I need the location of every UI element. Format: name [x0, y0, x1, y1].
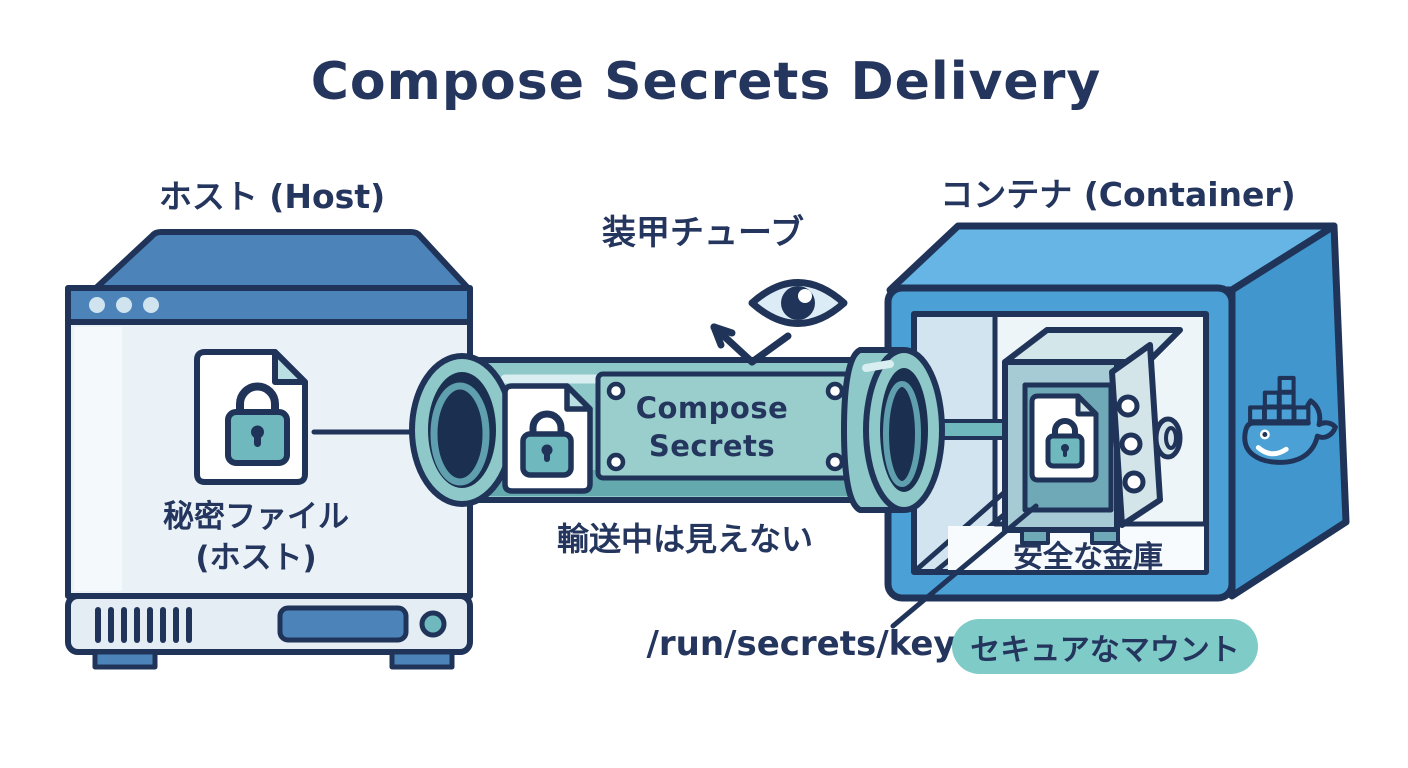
- safe-label: 安全な金庫: [1013, 540, 1163, 575]
- whale-containers: [1248, 375, 1311, 424]
- eye-highlight: [798, 289, 812, 303]
- blocked-view-arrow: [710, 323, 792, 366]
- host-roof: [93, 229, 471, 291]
- secret-file-lock-icon: [194, 349, 308, 485]
- secure-mount-badge-label: セキュアなマウント: [970, 632, 1240, 668]
- file-fold: [1075, 393, 1099, 417]
- secret-file-label-line1: 秘密ファイル: [163, 499, 349, 535]
- keyhole-stem: [1063, 448, 1067, 457]
- vent-slits: [95, 607, 192, 643]
- docker-whale-icon: [1242, 375, 1338, 465]
- lock-shackle: [529, 410, 565, 440]
- host-server: [65, 229, 473, 670]
- plate-rivets: [606, 381, 845, 472]
- keyhole-stem: [544, 450, 550, 462]
- door-dial-inner: [1164, 426, 1178, 450]
- armored-tube: [409, 347, 945, 513]
- container-section-label: コンテナ (Container): [940, 175, 1296, 214]
- door-hinge: [1116, 394, 1140, 418]
- whale-eye-pupil: [1262, 432, 1268, 437]
- safe-file-lock-icon: [1029, 393, 1099, 483]
- host-bezel: [65, 593, 473, 655]
- file-fold: [272, 349, 308, 385]
- window-dot: [143, 297, 159, 313]
- tube-body-text-line2: Secrets: [648, 429, 776, 463]
- window-dot: [116, 297, 132, 313]
- tube-file-lock-icon: [502, 383, 593, 494]
- tube-body-text-line1: Compose: [635, 391, 789, 425]
- host-foot: [92, 649, 158, 670]
- door-hinge: [1122, 470, 1146, 494]
- power-button: [419, 610, 447, 638]
- safe-foot: [1020, 528, 1050, 545]
- host-body-sheen: [74, 327, 122, 591]
- arrow-shaft: [710, 323, 792, 366]
- file-fold: [564, 383, 593, 412]
- host-titlebar: [65, 285, 473, 325]
- secure-mount-badge: セキュアなマウント: [952, 619, 1258, 674]
- tube-body-text: Compose Secrets: [636, 389, 789, 465]
- page-title: Compose Secrets Delivery: [310, 52, 1102, 112]
- lock-shackle: [236, 382, 279, 418]
- secret-file-label: 秘密ファイル (ホスト): [163, 497, 349, 579]
- tube-section-label: 装甲チューブ: [602, 213, 804, 253]
- coupling-rim: [883, 381, 921, 487]
- secret-file-label-line2: (ホスト): [195, 540, 317, 576]
- transit-caption: 輸送中は見えない: [556, 520, 814, 558]
- safe-icon: [1002, 327, 1183, 545]
- window-dot: [89, 297, 105, 313]
- drive-slot: [277, 605, 409, 643]
- mount-pointer-line: [890, 503, 1039, 629]
- keyhole-stem: [254, 432, 261, 447]
- host-section-label: ホスト (Host): [158, 177, 386, 216]
- whale-smile: [1255, 445, 1289, 457]
- door-hinge: [1119, 432, 1143, 456]
- lock-shackle: [1052, 418, 1078, 440]
- eye-icon: [748, 279, 848, 327]
- coupling-highlight: [862, 360, 894, 372]
- host-foot: [389, 649, 455, 670]
- safe-label-strip: [948, 526, 1204, 570]
- arrowhead-barb: [710, 323, 736, 337]
- mount-path-text: /run/secrets/key: [646, 624, 956, 664]
- tube-left-rim: [430, 382, 490, 486]
- safe-foot: [1090, 528, 1120, 545]
